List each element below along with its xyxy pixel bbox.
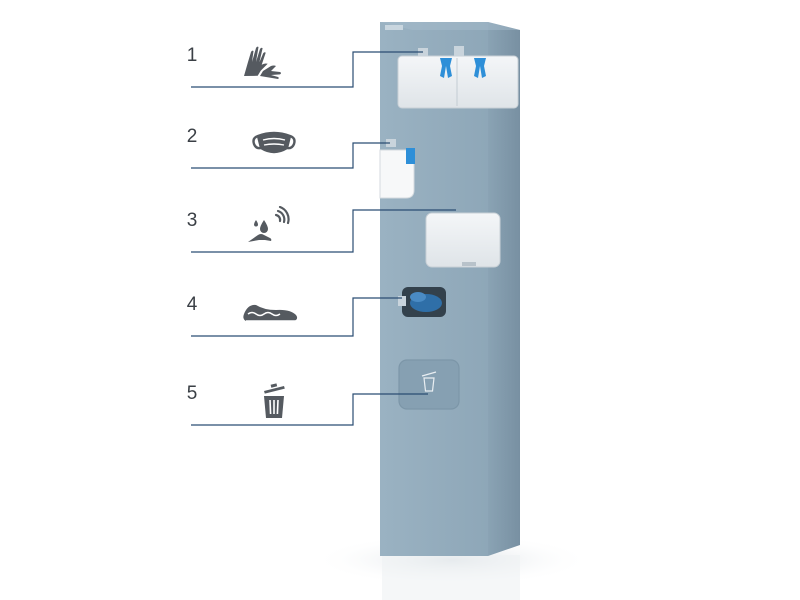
leader-line-5	[191, 393, 428, 426]
callout-number-3: 3	[186, 210, 198, 231]
leader-line-3	[191, 209, 456, 253]
callout-number-4: 4	[186, 294, 198, 315]
face-mask-icon	[250, 122, 298, 162]
mask-dispenser	[379, 139, 415, 199]
brand-plate	[385, 25, 403, 30]
callout-number-1: 1	[186, 45, 198, 66]
leader-line-2	[191, 142, 390, 169]
sanitizer-dispenser	[425, 212, 501, 268]
shoe-cover-icon	[242, 292, 302, 332]
floor-reflection	[382, 555, 520, 600]
leader-line-4	[191, 297, 402, 337]
callout-number-2: 2	[186, 126, 198, 147]
touchless-sanitizer-icon	[246, 206, 294, 246]
leader-lines	[191, 51, 456, 426]
trash-bin-icon	[250, 382, 298, 422]
shoe-cover-dispenser	[398, 287, 446, 317]
waste-bin	[398, 359, 460, 410]
gloves-icon	[238, 42, 286, 82]
leader-line-1	[191, 51, 423, 88]
column-top-edge	[380, 22, 520, 30]
column-side-face	[488, 22, 520, 556]
callout-number-5: 5	[186, 383, 198, 404]
